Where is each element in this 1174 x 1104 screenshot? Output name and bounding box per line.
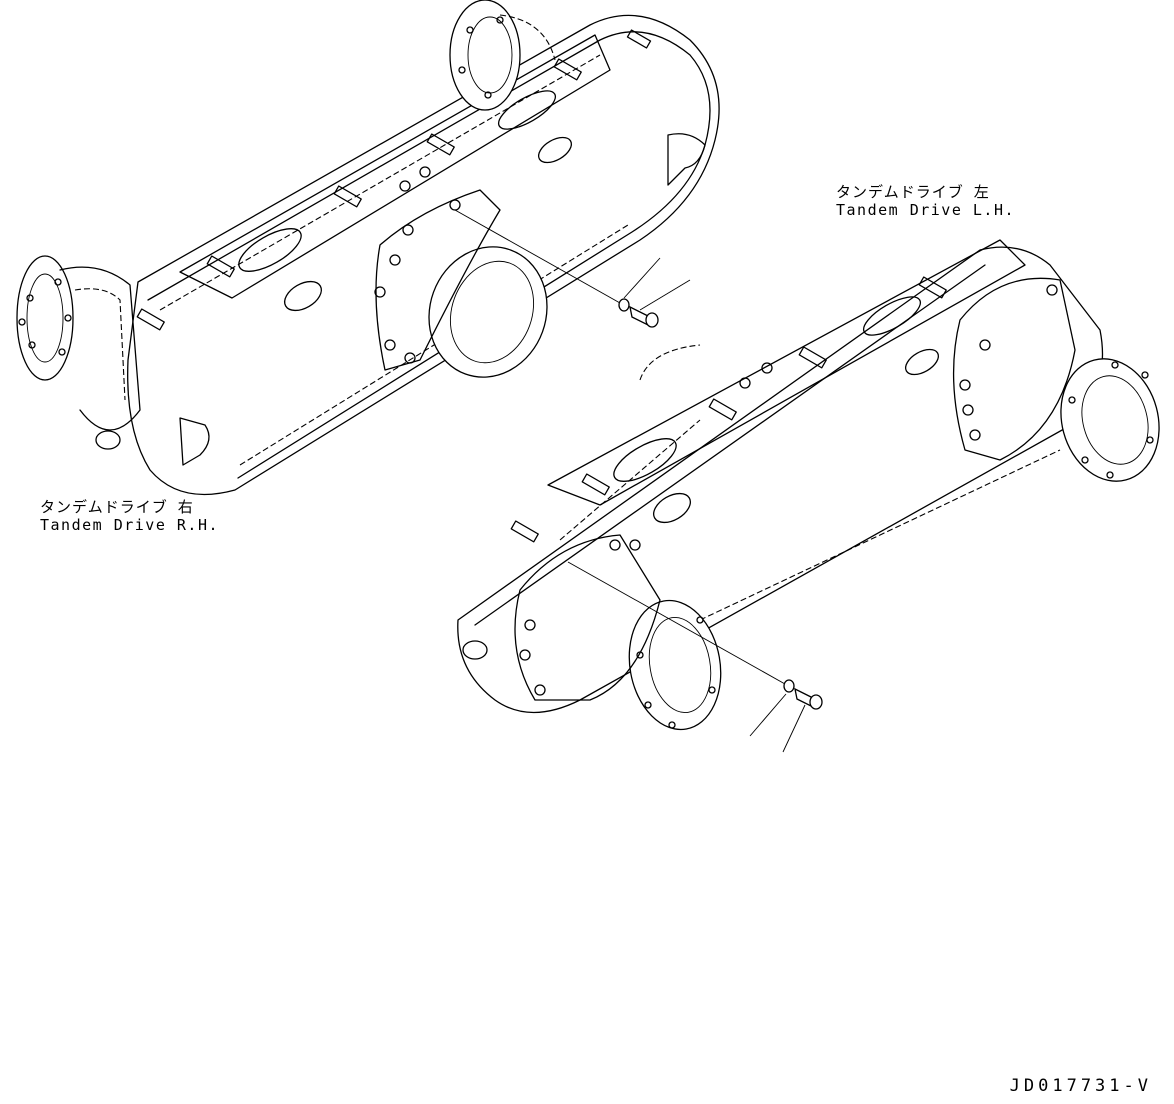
tandem-drive-rh-label: タンデムドライブ 右 Tandem Drive R.H. — [40, 498, 219, 534]
washer-icon-lh — [783, 679, 795, 693]
washer-icon — [618, 298, 630, 312]
lh-bolt-callout — [567, 561, 823, 753]
tandem-drive-rh-label-en: Tandem Drive R.H. — [40, 516, 220, 534]
drawing-id: JD017731-V — [1009, 1076, 1152, 1096]
tandem-drive-lh-label-jp: タンデムドライブ 左 — [836, 183, 990, 201]
tandem-drive-lh-label-en: Tandem Drive L.H. — [836, 201, 1016, 219]
bolt-icon — [629, 305, 659, 328]
rh-bolt-callout — [454, 209, 691, 328]
tandem-drive-rh-assembly — [16, 0, 720, 496]
tandem-drive-lh-label: タンデムドライブ 左 Tandem Drive L.H. — [836, 183, 1015, 219]
tandem-drive-rh-label-jp: タンデムドライブ 右 — [40, 498, 194, 516]
bolt-icon-lh — [794, 687, 823, 710]
tandem-drive-lh-assembly — [457, 239, 1160, 731]
